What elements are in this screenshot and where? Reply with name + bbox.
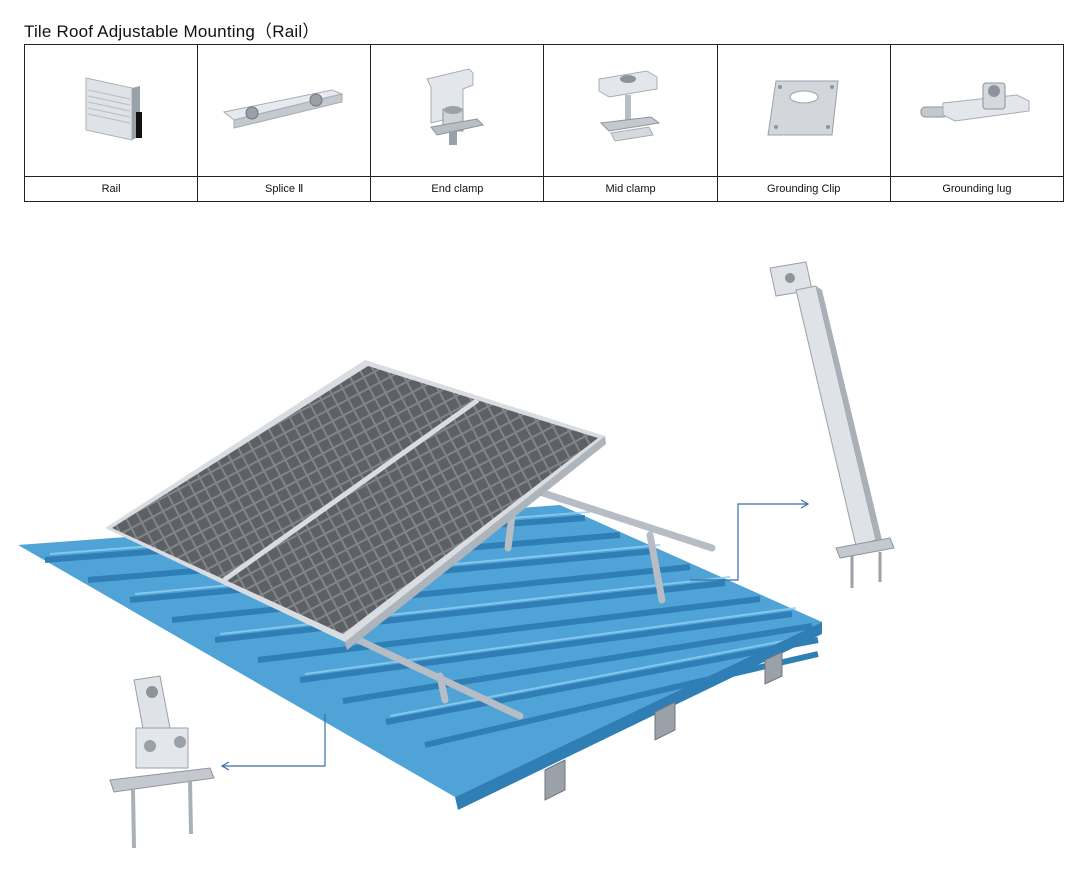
roof-purlins [544, 651, 783, 801]
roof-bracket-detail [109, 675, 215, 849]
parts-label-row: Rail Splice Ⅱ End clamp Mid clamp Ground… [23, 175, 1065, 203]
solar-panels [105, 360, 606, 650]
part-label: End clamp [370, 175, 545, 203]
part-label: Grounding lug [889, 175, 1065, 203]
part-cell-rail [23, 44, 199, 177]
part-label: Splice Ⅱ [197, 175, 372, 203]
part-cell-grounding-clip [716, 44, 891, 177]
parts-image-row [23, 44, 1065, 177]
splice-icon [223, 89, 344, 130]
page-title: Tile Roof Adjustable Mounting（Rail） [24, 22, 320, 41]
mid-clamp-icon [598, 70, 660, 142]
installation-illustration [18, 261, 895, 849]
callout-arrows [220, 499, 810, 771]
part-cell-mid-clamp [543, 44, 718, 177]
part-cell-end-clamp [370, 44, 545, 177]
part-label: Rail [23, 175, 199, 203]
part-cell-splice [197, 44, 372, 177]
part-label: Grounding Clip [716, 175, 891, 203]
end-clamp-icon [426, 68, 485, 146]
part-cell-grounding-lug [889, 44, 1065, 177]
part-label: Mid clamp [543, 175, 718, 203]
adjustable-leg-detail [769, 261, 895, 588]
rear-support-rails [346, 488, 716, 720]
grounding-clip-icon [767, 80, 839, 136]
parts-table: Rail Splice Ⅱ End clamp Mid clamp Ground… [23, 44, 1065, 203]
rail-icon [85, 77, 143, 142]
grounding-lug-icon [920, 82, 1030, 122]
